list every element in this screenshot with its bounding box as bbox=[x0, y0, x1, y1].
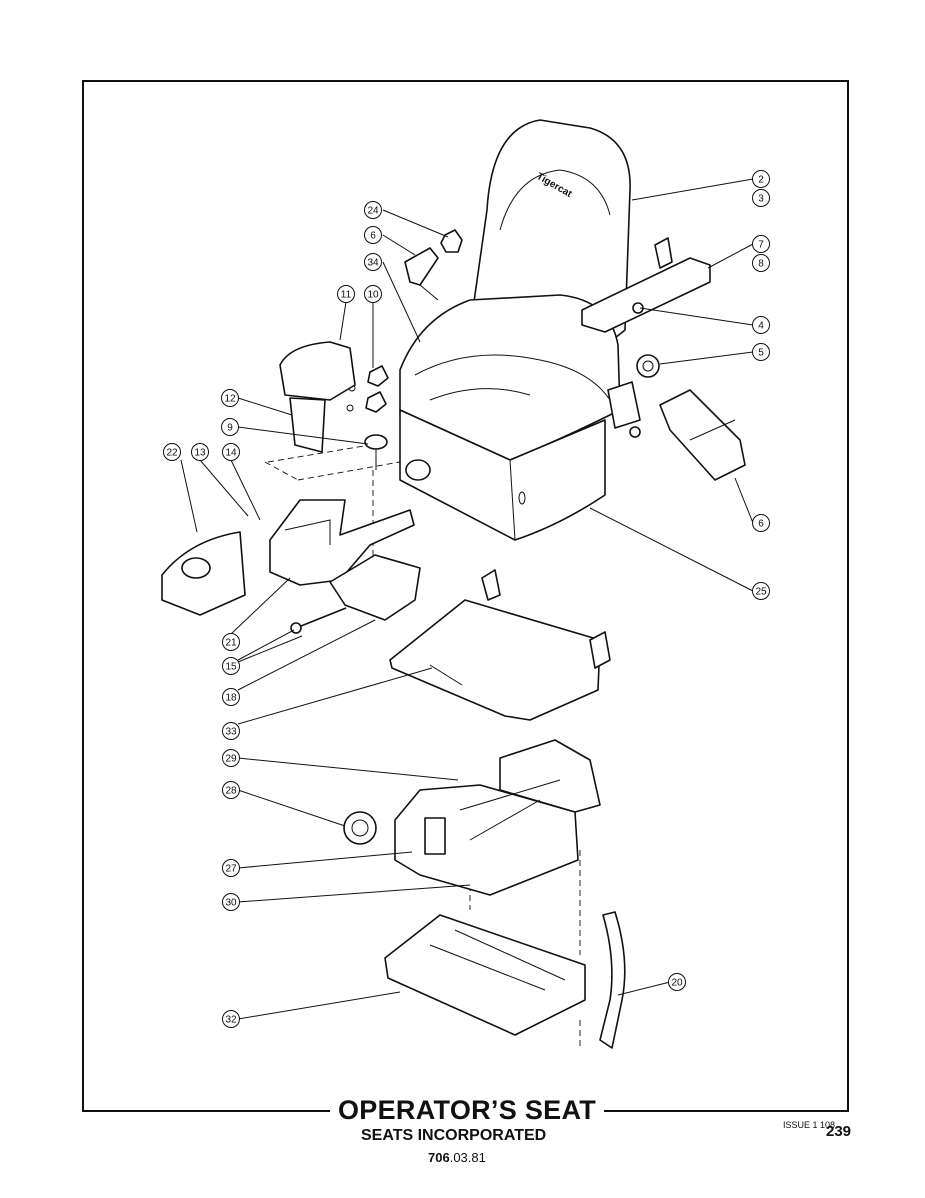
callout-6: 6 bbox=[364, 226, 382, 244]
callout-label: 33 bbox=[225, 727, 237, 738]
page-number: 239 bbox=[826, 1123, 852, 1140]
tether-strap bbox=[599, 911, 626, 1049]
callout-33: 33 bbox=[222, 722, 240, 740]
base-frame bbox=[384, 914, 586, 1036]
callout-label: 6 bbox=[758, 519, 764, 530]
callout-label: 7 bbox=[758, 240, 764, 251]
document-number-rest: .03.81 bbox=[449, 1150, 486, 1165]
callout-label: 4 bbox=[758, 321, 764, 332]
height-adjust-knob bbox=[343, 811, 377, 845]
callout-label: 30 bbox=[225, 898, 237, 909]
callout-24: 24 bbox=[364, 201, 382, 219]
callout-label: 24 bbox=[367, 206, 379, 217]
callout-label: 28 bbox=[225, 786, 237, 797]
callout-label: 9 bbox=[227, 423, 233, 434]
callout-label: 14 bbox=[225, 448, 237, 459]
seat-backrest: Tigercat bbox=[469, 119, 631, 351]
callout-34: 34 bbox=[364, 253, 382, 271]
small-hardware bbox=[346, 229, 746, 481]
callout-label: 6 bbox=[370, 231, 376, 242]
callout-label: 21 bbox=[225, 638, 237, 649]
page-subtitle: SEATS INCORPORATED bbox=[361, 1127, 547, 1144]
left-armrest bbox=[279, 341, 356, 453]
console-cover bbox=[161, 531, 246, 616]
callout-5: 5 bbox=[752, 343, 770, 361]
callout-label: 13 bbox=[194, 448, 206, 459]
callout-label: 27 bbox=[225, 864, 237, 875]
callout-label: 2 bbox=[758, 175, 764, 186]
callout-18: 18 bbox=[222, 688, 240, 706]
page-title: OPERATOR’S SEAT bbox=[330, 1095, 605, 1126]
callout-7: 7 bbox=[752, 235, 770, 253]
callout-label: 10 bbox=[367, 290, 379, 301]
callout-bubbles: 2 3 7 8 4 5 6 25 24 6 34 11 10 12 9 22 13 14 21 15 18 33 29 28 2… bbox=[163, 170, 770, 1028]
callout-4: 4 bbox=[752, 316, 770, 334]
callout-label: 18 bbox=[225, 693, 237, 704]
callout-label: 20 bbox=[671, 978, 683, 989]
callout-21: 21 bbox=[222, 633, 240, 651]
document-number: 706.03.81 bbox=[428, 1150, 486, 1165]
callout-label: 34 bbox=[367, 258, 379, 269]
callout-9: 9 bbox=[221, 418, 239, 436]
leader-lines bbox=[180, 178, 754, 1020]
callout-8: 8 bbox=[752, 254, 770, 272]
callout-label: 15 bbox=[225, 662, 237, 673]
callout-10: 10 bbox=[364, 285, 382, 303]
callout-13: 13 bbox=[191, 443, 209, 461]
callout-label: 3 bbox=[758, 194, 764, 205]
callout-29: 29 bbox=[222, 749, 240, 767]
callout-label: 11 bbox=[341, 290, 352, 301]
callout-label: 12 bbox=[224, 394, 236, 405]
callout-3: 3 bbox=[752, 189, 770, 207]
callout-6: 6 bbox=[752, 514, 770, 532]
callout-11: 11 bbox=[337, 285, 355, 303]
right-armrest bbox=[581, 237, 711, 333]
callout-2: 2 bbox=[752, 170, 770, 188]
assembly-dashed-lines bbox=[264, 444, 581, 1050]
document-number-bold: 706 bbox=[428, 1150, 450, 1165]
callout-label: 8 bbox=[758, 259, 764, 270]
callout-label: 22 bbox=[166, 448, 178, 459]
support-rod bbox=[290, 607, 347, 634]
seat-cover bbox=[399, 409, 606, 541]
callout-label: 29 bbox=[225, 754, 237, 765]
callout-label: 5 bbox=[758, 348, 764, 359]
callout-label: 25 bbox=[755, 587, 767, 598]
callout-27: 27 bbox=[222, 859, 240, 877]
callout-label: 32 bbox=[225, 1015, 237, 1026]
callout-30: 30 bbox=[222, 893, 240, 911]
callout-12: 12 bbox=[221, 389, 239, 407]
slide-plate bbox=[389, 569, 611, 721]
callout-14: 14 bbox=[222, 443, 240, 461]
callout-28: 28 bbox=[222, 781, 240, 799]
issue-label: ISSUE 1 108 bbox=[783, 1120, 836, 1130]
mount-bracket bbox=[329, 554, 421, 621]
callout-20: 20 bbox=[668, 973, 686, 991]
suspension-mechanism bbox=[394, 739, 601, 896]
console-box bbox=[269, 499, 415, 586]
callout-25: 25 bbox=[752, 582, 770, 600]
callout-22: 22 bbox=[163, 443, 181, 461]
callout-32: 32 bbox=[222, 1010, 240, 1028]
callout-15: 15 bbox=[222, 657, 240, 675]
